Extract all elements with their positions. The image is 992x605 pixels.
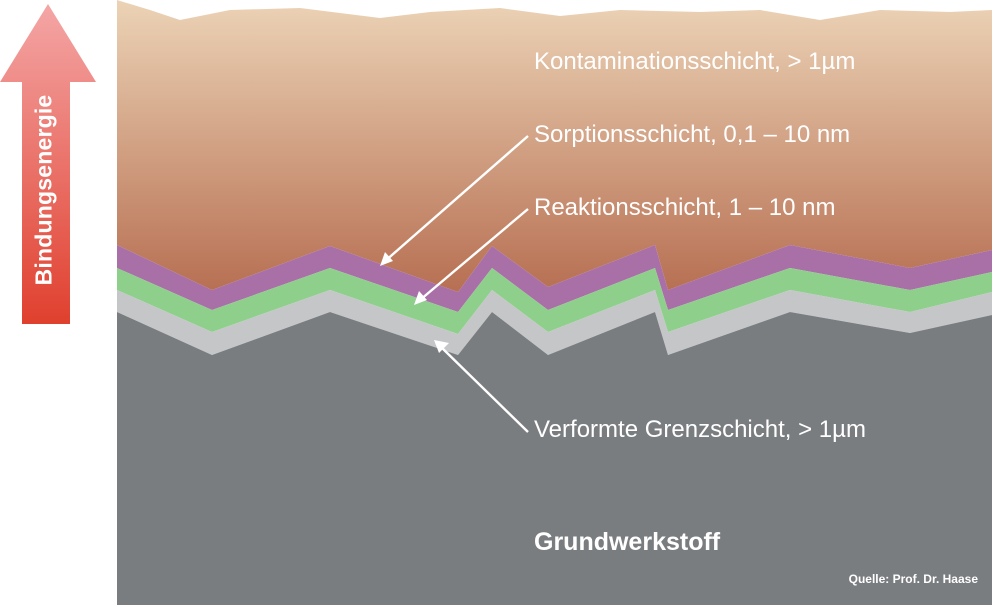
contamination-label: Kontaminationsschicht, > 1µm [534, 48, 856, 75]
pointer-lines [383, 135, 529, 433]
sorption-layer [117, 245, 992, 312]
sorption-pointer-arrowhead [380, 252, 393, 266]
contamination-layer [117, 0, 992, 292]
reaction-label: Reaktionsschicht, 1 – 10 nm [534, 194, 836, 221]
deformed-pointer-line [439, 345, 529, 433]
deformed-label: Verformte Grenzschicht, > 1µm [534, 416, 866, 443]
deformed-layer [117, 290, 992, 355]
reaction-pointer-line [419, 208, 529, 301]
binding-energy-label: Bindungsenergie [30, 94, 57, 286]
source-credit: Quelle: Prof. Dr. Haase [848, 572, 978, 586]
binding-energy-arrow: Bindungsenergie [0, 0, 100, 330]
binding-energy-arrow-shape [0, 4, 96, 324]
deformed-pointer-arrowhead [434, 340, 449, 353]
sorption-pointer-line [383, 135, 529, 263]
base-layer [117, 312, 992, 605]
sorption-label: Sorptionsschicht, 0,1 – 10 nm [534, 121, 851, 148]
reaction-pointer-arrowhead [414, 291, 427, 305]
reaction-layer [117, 268, 992, 334]
base-label: Grundwerkstoff [534, 528, 721, 556]
